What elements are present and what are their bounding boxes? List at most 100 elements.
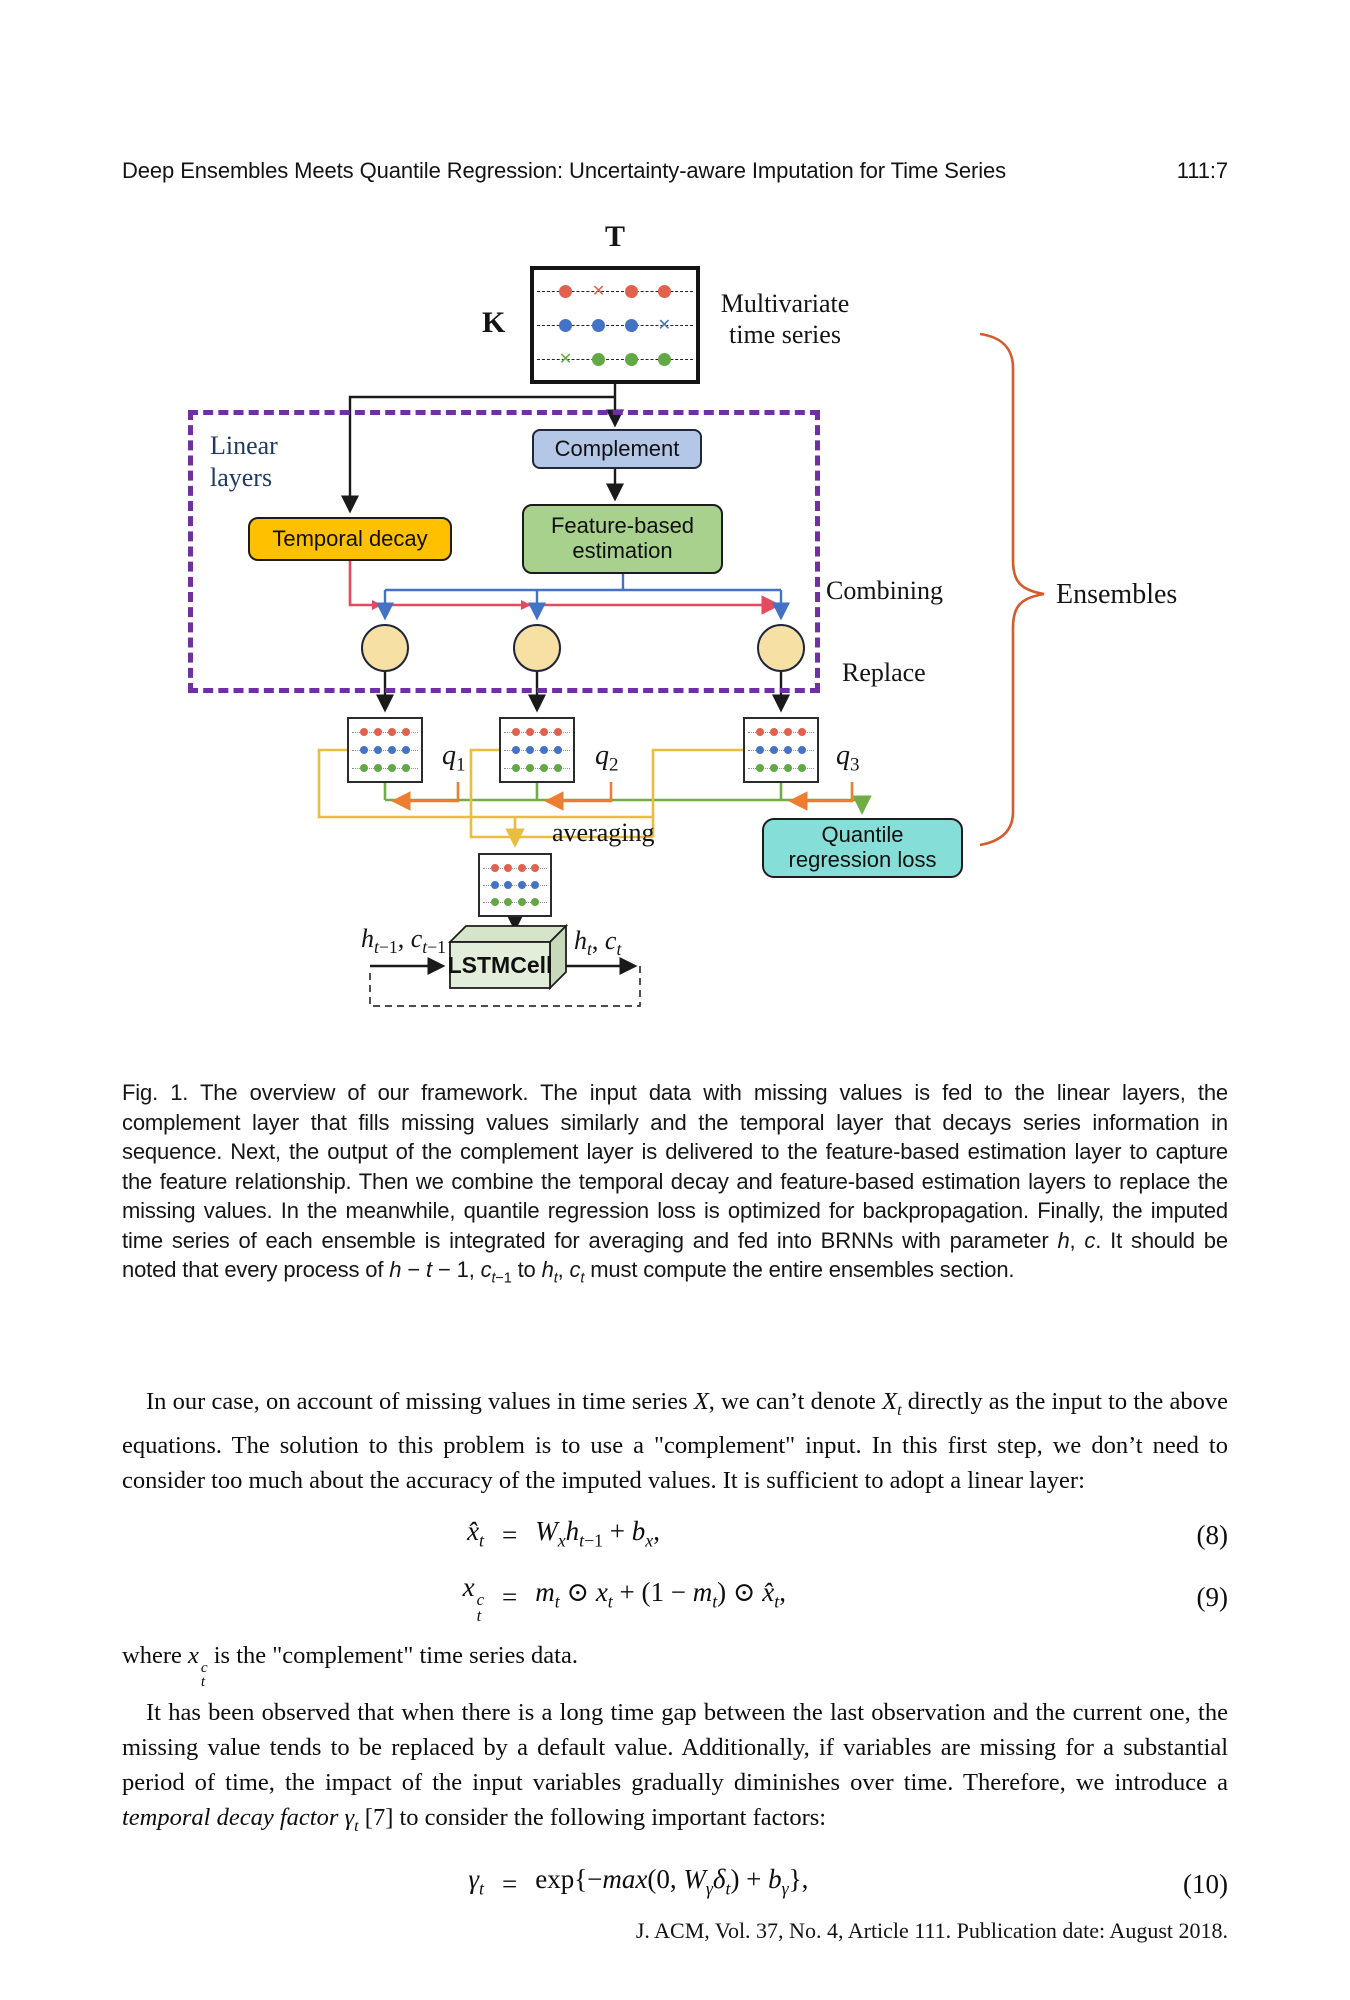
observed-value-dot-marker xyxy=(592,352,606,366)
series-row xyxy=(349,723,421,741)
observed-value-dot-marker xyxy=(624,318,638,332)
observed-value-dot-marker xyxy=(374,728,382,736)
observed-value-dot-marker xyxy=(360,728,368,736)
series-row-line xyxy=(483,884,547,886)
eq10-lhs: γt xyxy=(468,1864,484,1899)
observed-value-dot-marker xyxy=(504,898,513,907)
observed-value-dot-marker xyxy=(490,898,499,907)
eq10-equals: = xyxy=(502,1868,518,1899)
equation-8: x̂t = Wxht−1 + bx, (8) xyxy=(122,1514,1228,1558)
multivariate-series-box: ✕✕✕ xyxy=(530,266,700,384)
running-header: Deep Ensembles Meets Quantile Regression… xyxy=(122,158,1228,184)
series-row-line xyxy=(537,359,693,360)
observed-value-dot-marker xyxy=(517,898,526,907)
q1-series-grid xyxy=(347,717,423,783)
t-axis-label: T xyxy=(604,220,625,253)
observed-value-dot-marker xyxy=(770,728,778,736)
series-row-line xyxy=(352,768,418,769)
series-row xyxy=(349,759,421,777)
observed-value-dot-marker xyxy=(784,728,792,736)
observed-value-dot-marker xyxy=(402,764,410,772)
feature-based-estimation-box: Feature-based estimation xyxy=(522,504,723,574)
eq9-rhs: mt ⊙ xt + (1 − mt) ⊙ x̂t, xyxy=(535,1576,786,1612)
series-row: ✕ xyxy=(534,274,696,308)
observed-value-dot-marker xyxy=(512,728,520,736)
observed-value-dot-marker xyxy=(388,746,396,754)
observed-value-dot-marker xyxy=(374,764,382,772)
q3-series-grid xyxy=(743,717,819,783)
series-row xyxy=(480,894,550,911)
observed-value-dot-marker xyxy=(388,764,396,772)
observed-value-dot-marker xyxy=(756,728,764,736)
series-row xyxy=(745,759,817,777)
paper-title-running: Deep Ensembles Meets Quantile Regression… xyxy=(122,158,1007,183)
text-column: Fig. 1. The overview of our framework. T… xyxy=(122,1056,1228,1907)
k-axis-label: K xyxy=(482,306,506,339)
paragraph-complement-input: In our case, on account of missing value… xyxy=(122,1387,1228,1494)
eq8-number: (8) xyxy=(1196,1520,1228,1551)
observed-value-dot-marker xyxy=(540,728,548,736)
combine-circle-2 xyxy=(513,624,561,672)
observed-value-dot-marker xyxy=(526,746,534,754)
series-row xyxy=(745,723,817,741)
figure-caption: Fig. 1. The overview of our framework. T… xyxy=(122,1080,1228,1287)
series-row xyxy=(501,723,573,741)
series-row-line xyxy=(537,291,693,292)
series-row-line xyxy=(483,867,547,869)
series-row-line xyxy=(352,750,418,751)
observed-value-dot-marker xyxy=(526,764,534,772)
series-row-line xyxy=(483,902,547,904)
linear-layers-label: Linear layers xyxy=(210,431,278,492)
lstm-loop-dashed xyxy=(369,966,641,1007)
combining-label: Combining xyxy=(826,576,944,605)
complement-box: Complement xyxy=(532,429,702,469)
eq9-number: (9) xyxy=(1196,1581,1228,1612)
q1-label: q1 xyxy=(442,740,466,776)
observed-value-dot-marker xyxy=(504,880,513,889)
observed-value-dot-marker xyxy=(388,728,396,736)
series-row-line xyxy=(504,750,570,751)
series-row xyxy=(501,741,573,759)
observed-value-dot-marker xyxy=(360,764,368,772)
missing-value-x-marker: ✕ xyxy=(591,281,606,300)
h-next-label: ht, ct xyxy=(574,926,622,960)
observed-value-dot-marker xyxy=(554,764,562,772)
observed-value-dot-marker xyxy=(517,863,526,872)
series-row-line xyxy=(748,732,814,733)
observed-value-dot-marker xyxy=(558,284,572,298)
lstm-3d-box xyxy=(447,923,569,991)
quantile-regression-loss-box: Quantile regression loss xyxy=(762,818,963,878)
eq9-equals: = xyxy=(502,1581,518,1612)
observed-value-dot-marker xyxy=(540,746,548,754)
missing-value-x-marker: ✕ xyxy=(657,315,672,334)
observed-value-dot-marker xyxy=(540,764,548,772)
averaging-yellow-path xyxy=(317,748,743,848)
observed-value-dot-marker xyxy=(784,764,792,772)
observed-value-dot-marker xyxy=(374,746,382,754)
observed-value-dot-marker xyxy=(756,746,764,754)
observed-value-dot-marker xyxy=(531,880,540,889)
observed-value-dot-marker xyxy=(490,880,499,889)
observed-value-dot-marker xyxy=(531,863,540,872)
observed-value-dot-marker xyxy=(512,764,520,772)
q-orange-arrows xyxy=(391,782,854,811)
observed-value-dot-marker xyxy=(360,746,368,754)
series-row xyxy=(745,741,817,759)
observed-value-dot-marker xyxy=(770,746,778,754)
observed-value-dot-marker xyxy=(554,728,562,736)
q2-label: q2 xyxy=(595,740,619,776)
observed-value-dot-marker xyxy=(504,863,513,872)
lstm-cell-label: LSTMCell xyxy=(447,951,553,978)
series-row: ✕ xyxy=(534,308,696,342)
observed-value-dot-marker xyxy=(490,863,499,872)
series-row-line xyxy=(748,768,814,769)
observed-value-dot-marker xyxy=(798,764,806,772)
h-prev-label: ht−1, ct−1 xyxy=(360,924,446,958)
series-row-line xyxy=(504,732,570,733)
eq8-lhs: x̂t xyxy=(467,1515,484,1551)
observed-value-dot-marker xyxy=(625,352,639,366)
